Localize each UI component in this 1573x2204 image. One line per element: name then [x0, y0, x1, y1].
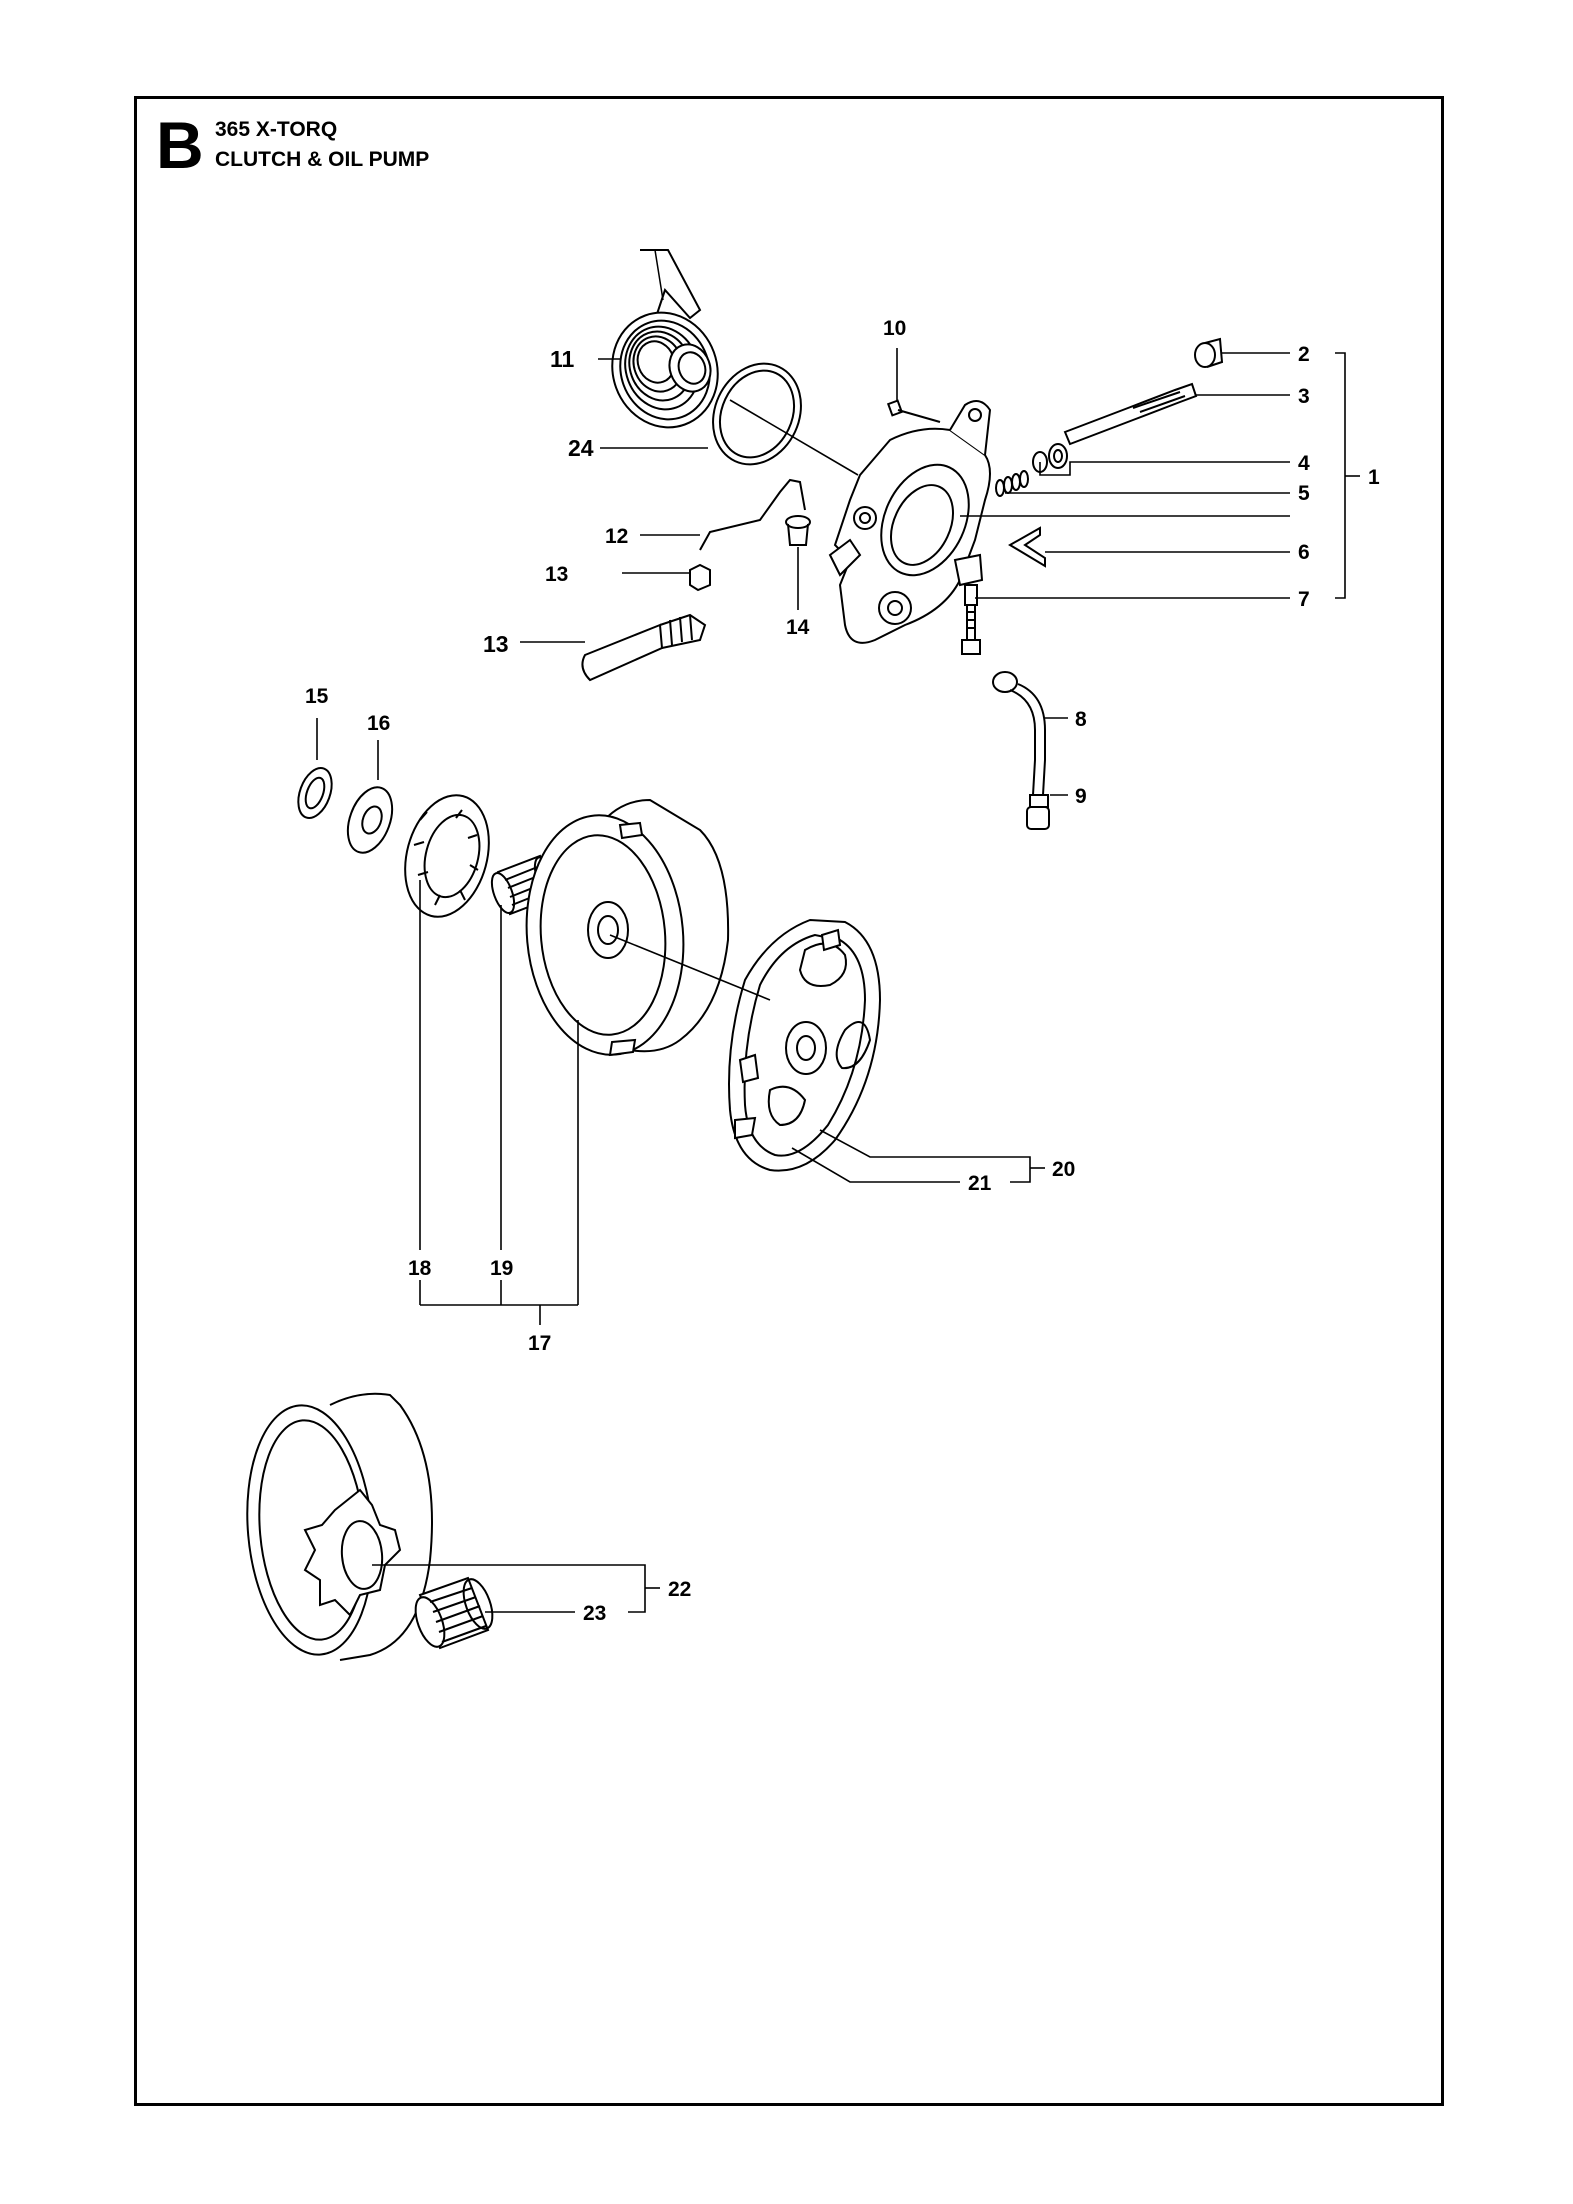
callout-9: 9 — [1075, 785, 1087, 808]
plug-icon — [785, 515, 811, 546]
callout-1: 1 — [1368, 466, 1380, 489]
rim-sprocket-icon — [404, 794, 490, 918]
adjust-screw-icon — [961, 584, 981, 655]
screw-icon — [886, 399, 941, 423]
callout-4: 4 — [1298, 452, 1310, 475]
oil-pipe-icon — [699, 478, 806, 551]
clutch-shoes-icon — [728, 918, 882, 1172]
callout-numbers: 2 3 4 5 6 7 1 8 9 10 11 24 12 13 13 14 1… — [305, 317, 1380, 1625]
pump-plunger-icon — [1063, 382, 1198, 446]
callout-13-pin: 13 — [483, 631, 509, 657]
oil-hose-icon — [992, 671, 1046, 796]
callout-8: 8 — [1075, 708, 1087, 731]
callout-3: 3 — [1298, 385, 1310, 408]
callout-18: 18 — [408, 1257, 432, 1280]
adjust-arrow-icon — [1008, 526, 1046, 568]
pump-cap-icon — [1194, 337, 1224, 368]
callout-6: 6 — [1298, 541, 1310, 564]
spring-icon — [995, 470, 1029, 497]
oil-filter-icon — [1026, 794, 1050, 830]
callout-24: 24 — [568, 435, 594, 461]
clutch-washer-icon — [346, 786, 394, 854]
callout-19: 19 — [490, 1257, 513, 1280]
callout-10: 10 — [883, 317, 906, 340]
callout-7: 7 — [1298, 588, 1310, 611]
callout-2: 2 — [1298, 343, 1310, 366]
callout-16: 16 — [367, 712, 390, 735]
callout-12: 12 — [605, 525, 628, 548]
callout-23: 23 — [583, 1602, 606, 1625]
spur-sprocket-icon — [246, 1392, 433, 1661]
seal-ring-icon — [712, 362, 802, 466]
guide-pin-icon — [581, 613, 707, 682]
clutch-drum-icon — [525, 798, 730, 1057]
section-letter: B — [156, 108, 204, 182]
callout-14: 14 — [786, 616, 810, 639]
washer-icon — [1032, 443, 1068, 473]
worm-gear-icon — [611, 249, 719, 429]
needle-bearing-icon — [414, 1576, 494, 1650]
callout-17: 17 — [528, 1332, 551, 1355]
model-name: 365 X-TORQ — [215, 118, 338, 141]
nut-icon — [689, 563, 711, 592]
callout-20: 20 — [1052, 1158, 1075, 1181]
diagram-title: CLUTCH & OIL PUMP — [215, 148, 430, 171]
oil-pump-housing-icon — [828, 400, 992, 644]
callout-11: 11 — [550, 346, 575, 372]
callout-13-nut: 13 — [545, 563, 568, 586]
callout-5: 5 — [1298, 482, 1310, 505]
callout-15: 15 — [305, 685, 329, 708]
leader-lines — [316, 348, 1360, 1613]
page-border — [134, 96, 1444, 2106]
circlip-icon — [297, 767, 333, 819]
callout-22: 22 — [668, 1578, 691, 1601]
callout-21: 21 — [968, 1172, 992, 1195]
